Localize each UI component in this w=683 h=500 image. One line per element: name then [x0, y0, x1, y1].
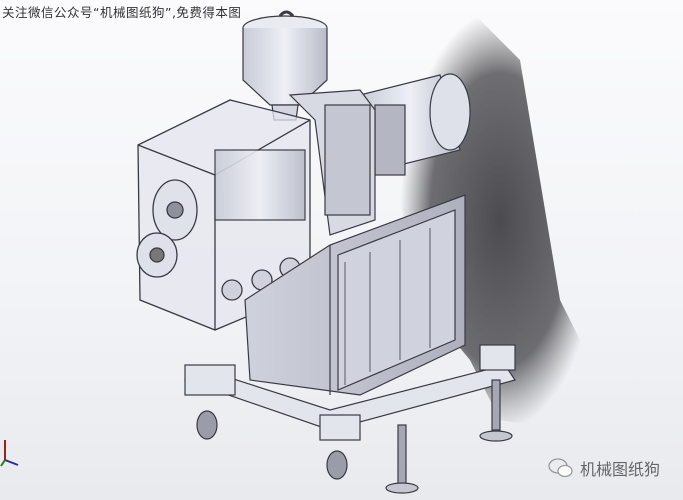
- watermark-bottom-text: 机械图纸狗: [580, 460, 661, 479]
- wechat-icon: [548, 458, 573, 478]
- coordinate-triad-icon: [0, 440, 19, 467]
- base-frame: [184, 344, 516, 441]
- watermark-top: 关注微信公众号“机械图纸狗”,免费得本图: [2, 5, 242, 20]
- casters: [196, 379, 513, 494]
- barrel-housing: [288, 89, 376, 236]
- hopper: [242, 10, 328, 121]
- front-cabinet: [136, 99, 311, 331]
- motor: [359, 73, 471, 176]
- base-cabinet: [244, 194, 466, 396]
- watermark-bottom: 机械图纸狗: [548, 456, 660, 480]
